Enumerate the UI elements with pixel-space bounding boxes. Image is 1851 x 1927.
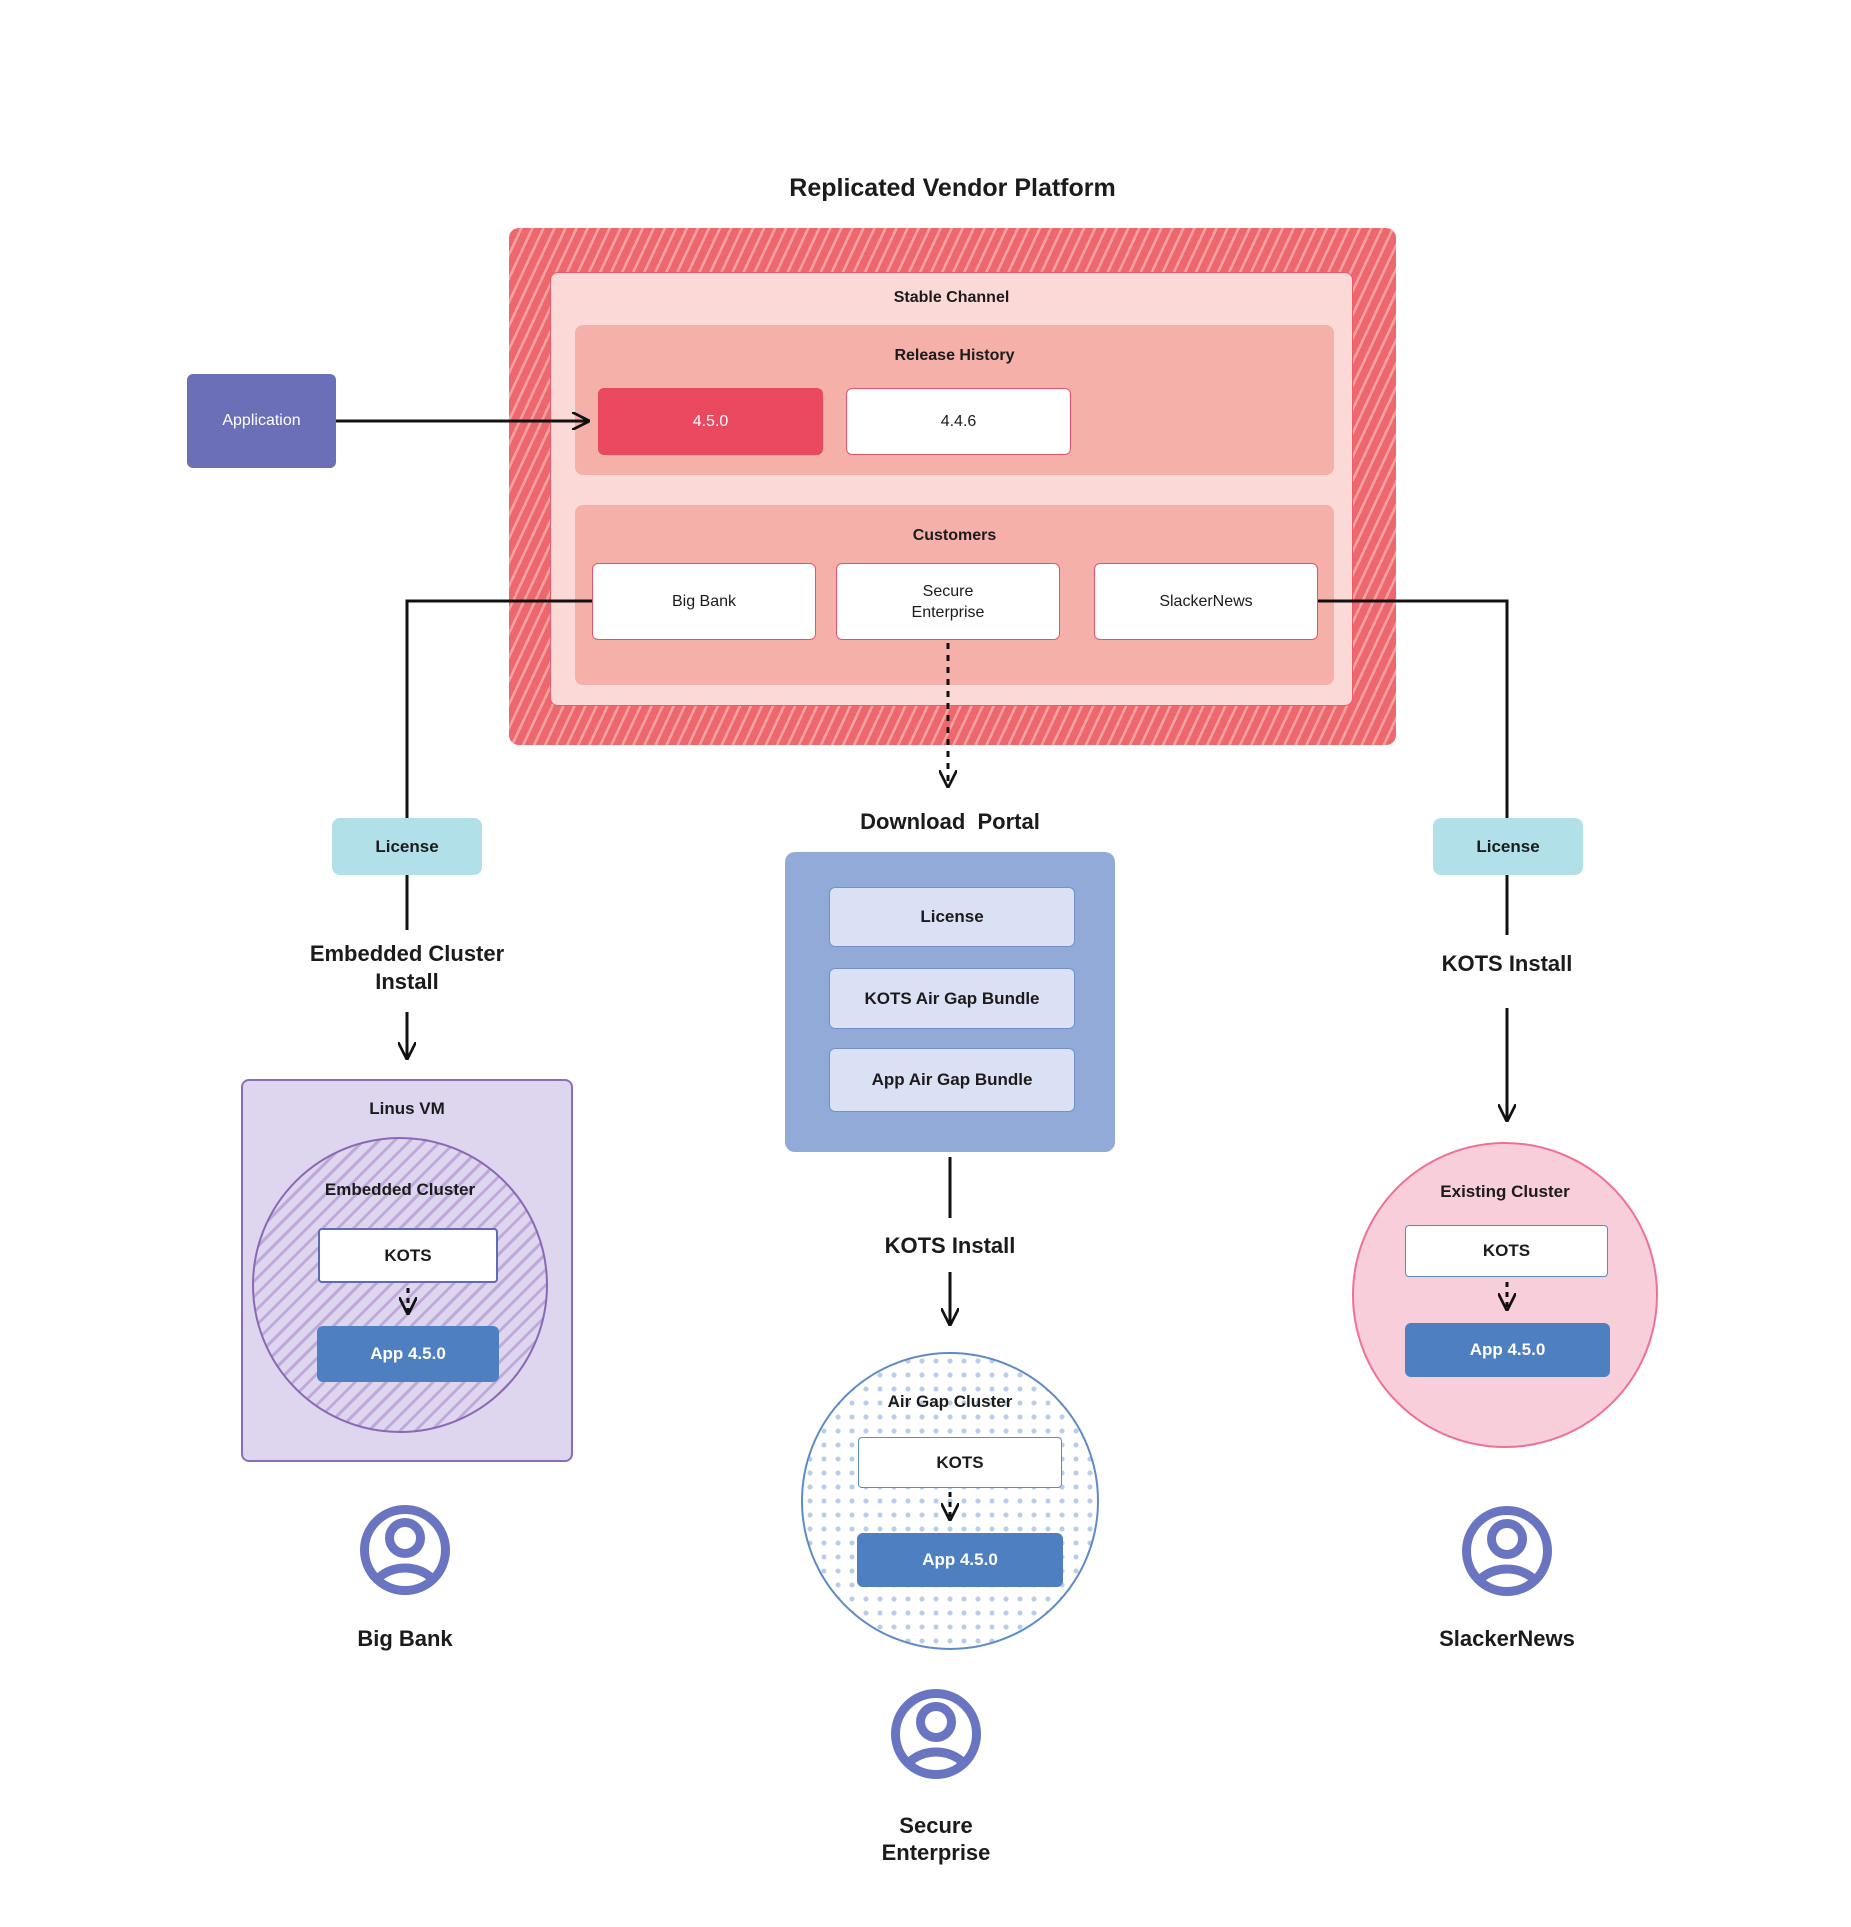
customer-secure-enterprise: Secure Enterprise — [836, 563, 1060, 640]
kots-node-embedded: KOTS — [318, 1228, 498, 1283]
user-icon — [891, 1689, 981, 1779]
user-label-big-bank: Big Bank — [357, 1626, 453, 1651]
app-node-existing: App 4.5.0 — [1405, 1323, 1610, 1377]
kots-install-label-middle: KOTS Install — [884, 1233, 1016, 1258]
portal-item-kots-bundle: KOTS Air Gap Bundle — [829, 968, 1075, 1029]
release-history-label: Release History — [894, 347, 1015, 364]
portal-item-license: License — [829, 887, 1075, 947]
kots-node-airgap: KOTS — [858, 1437, 1062, 1488]
embedded-cluster-label: Embedded Cluster — [324, 1180, 476, 1199]
kots-node-existing: KOTS — [1405, 1225, 1608, 1277]
license-node-right: License — [1433, 818, 1583, 875]
user-icon — [1462, 1506, 1552, 1596]
kots-install-label-right: KOTS Install — [1441, 951, 1573, 976]
customers-label: Customers — [912, 527, 997, 544]
release-version-current: 4.5.0 — [598, 388, 823, 455]
user-label-slackernews: SlackerNews — [1439, 1626, 1575, 1651]
customer-slackernews: SlackerNews — [1094, 563, 1318, 640]
diagram-title: Replicated Vendor Platform — [789, 174, 1116, 202]
customer-big-bank: Big Bank — [592, 563, 816, 640]
app-node-airgap: App 4.5.0 — [857, 1533, 1063, 1587]
download-portal-label: Download Portal — [860, 809, 1040, 834]
user-icon — [360, 1505, 450, 1595]
stable-channel-label: Stable Channel — [893, 289, 1010, 306]
portal-item-app-bundle: App Air Gap Bundle — [829, 1048, 1075, 1112]
application-node: Application — [187, 374, 336, 468]
embedded-cluster-circle — [252, 1137, 548, 1433]
embedded-cluster-install-label: Embedded Cluster Install — [309, 941, 505, 994]
license-node-left: License — [332, 818, 482, 875]
user-label-secure-enterprise: Secure Enterprise — [881, 1813, 991, 1865]
linus-vm-label: Linus VM — [369, 1099, 445, 1118]
air-gap-cluster-label: Air Gap Cluster — [887, 1392, 1013, 1411]
release-version-previous: 4.4.6 — [846, 388, 1071, 455]
existing-cluster-label: Existing Cluster — [1440, 1182, 1570, 1201]
app-node-embedded: App 4.5.0 — [317, 1326, 499, 1382]
